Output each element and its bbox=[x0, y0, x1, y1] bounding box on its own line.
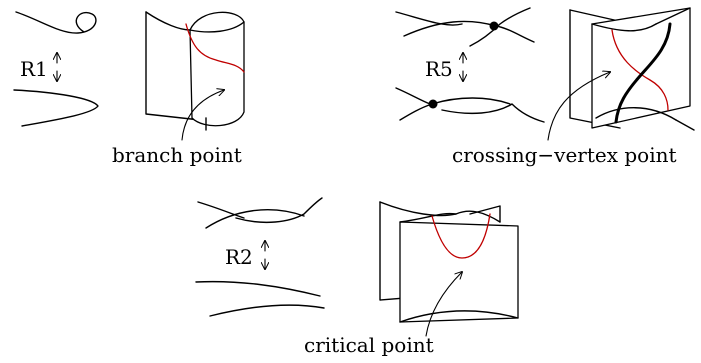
r5-diagram-top bbox=[395, 7, 535, 47]
r1-caption: branch point bbox=[112, 143, 242, 167]
r5-singular-curve-a bbox=[611, 29, 669, 111]
r2-diagram-top bbox=[197, 197, 323, 229]
r5-vertex-top bbox=[489, 21, 499, 31]
r2-surface bbox=[379, 201, 519, 323]
r1-pointer-arrow bbox=[181, 90, 224, 141]
r1-panel: R1 branch point bbox=[13, 11, 245, 167]
r5-caption: crossing−vertex point bbox=[452, 143, 677, 167]
r1-label: R1 bbox=[20, 57, 48, 81]
r2-pointer-arrow bbox=[425, 272, 462, 337]
r1-surface bbox=[145, 11, 245, 131]
r1-singular-curve bbox=[185, 23, 245, 73]
r2-panel: R2 critical point bbox=[195, 197, 519, 357]
r1-diagram-bottom bbox=[13, 89, 99, 127]
r2-singular-curve bbox=[431, 213, 491, 259]
r2-caption: critical point bbox=[304, 333, 434, 357]
r2-diagram-bottom bbox=[195, 280, 325, 317]
r5-panel: R5 crossing−vertex point bbox=[395, 7, 695, 167]
r1-diagram-top bbox=[15, 11, 97, 34]
r2-label: R2 bbox=[225, 245, 253, 269]
r5-vertex-bottom bbox=[428, 99, 438, 109]
r5-label: R5 bbox=[425, 57, 453, 81]
r5-diagram-bottom bbox=[395, 87, 545, 123]
r5-surface bbox=[569, 7, 695, 131]
r5-vertex-curve bbox=[614, 22, 672, 124]
r5-pointer-arrow bbox=[547, 72, 610, 141]
